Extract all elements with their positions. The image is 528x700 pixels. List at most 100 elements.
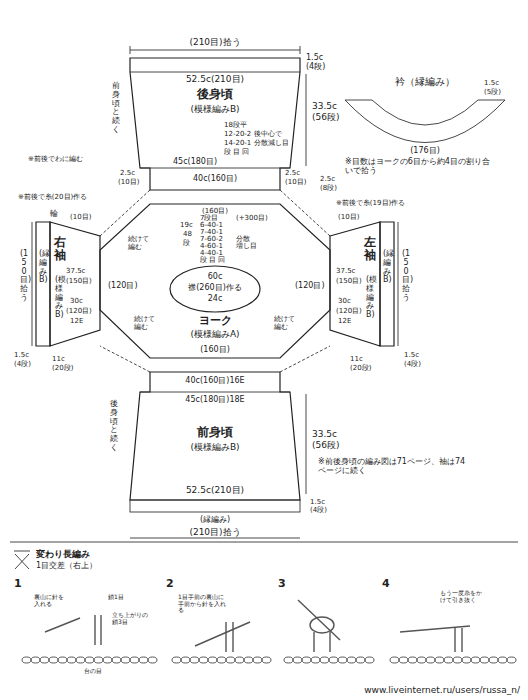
chain-loop xyxy=(103,657,112,663)
dimension-label: 40c(160目) xyxy=(193,175,237,184)
dimension-label: 12E xyxy=(70,318,83,326)
dimension-label: 後身頃と続く xyxy=(110,400,118,453)
dimension-label: 52.5c(210目) xyxy=(186,75,244,85)
dimension-label: 分散減し目 xyxy=(254,140,289,148)
stitch-bar xyxy=(461,628,462,652)
dimension-label: 続けて編む xyxy=(274,316,298,331)
dimension-label: (56段) xyxy=(312,113,339,123)
dimension-label: (210目)拾う xyxy=(189,528,240,538)
dimension-label: 1目手前の裏山に手前から針を入れる xyxy=(178,594,226,614)
pattern-piece: 60c襟(260目)作る24c xyxy=(170,266,260,312)
body-inner-lines xyxy=(130,72,300,512)
dimension-label: 33.5c xyxy=(312,102,337,112)
chain-loop xyxy=(365,657,374,663)
pattern-piece: (縁編みB) xyxy=(380,222,394,346)
chain-loop xyxy=(130,657,139,663)
dimension-label: (150目)拾う xyxy=(402,250,410,303)
chain-loop xyxy=(311,657,320,663)
dimension-label: 1.5c xyxy=(306,54,323,63)
dimension-label: ※前後身頃の編み図は71ページ、袖は74ページに続く xyxy=(318,458,468,476)
piece-name: (縁編みB) xyxy=(383,250,391,285)
dimension-label: 33.5c xyxy=(312,430,337,440)
chain-loop xyxy=(399,657,408,663)
dimension-label: 37.5c xyxy=(336,268,355,276)
dimension-label: 3 xyxy=(278,578,286,590)
chain-loop xyxy=(121,657,130,663)
dimension-label: 40c(160目)16E xyxy=(185,377,244,386)
stitch-bar xyxy=(329,632,330,652)
chain-loop xyxy=(453,657,462,663)
chain-loop xyxy=(85,657,94,663)
chain-loop xyxy=(208,657,217,663)
piece-note: (模様編みB) xyxy=(55,276,63,320)
piece-name: ヨーク xyxy=(199,315,232,327)
dimension-label: (5段) xyxy=(484,89,501,97)
dimension-label: (120目) xyxy=(108,282,138,291)
dimension-label: (4段) xyxy=(14,361,31,369)
chain-loop xyxy=(356,657,365,663)
piece-name: 後身頃 xyxy=(197,88,233,101)
chain-loop xyxy=(435,657,444,663)
dimension-label: (150目) xyxy=(336,278,362,286)
dimension-label: 台の目 xyxy=(84,668,102,675)
piece-note: 24c xyxy=(208,295,223,304)
chain-loop xyxy=(329,657,338,663)
dimension-label: (4段) xyxy=(310,507,327,515)
chain-loop xyxy=(226,657,235,663)
dimension-label: 52.5c(210目) xyxy=(186,486,244,496)
outline-shape xyxy=(100,204,330,358)
dimension-label: 12E xyxy=(338,318,351,326)
outline-shape xyxy=(380,222,394,346)
outline-shape xyxy=(130,372,300,500)
dimension-tick xyxy=(300,46,301,54)
dimension-line xyxy=(130,50,300,51)
chain-loop xyxy=(338,657,347,663)
dimension-label: 1.5c xyxy=(484,80,499,88)
hook xyxy=(298,600,340,640)
collar-band xyxy=(345,100,505,143)
dimension-label: 2 xyxy=(166,578,174,590)
dimension-label: 段 目 回 xyxy=(200,257,225,265)
piece-name: 右袖 xyxy=(54,236,66,262)
symbol-stroke xyxy=(15,554,29,569)
chain-stitches xyxy=(22,657,516,663)
dimension-label: ※前後で糸(19目)作る xyxy=(336,200,405,208)
outline-shape xyxy=(36,222,50,346)
stitch-symbol xyxy=(14,551,30,569)
dimension-label: 1 xyxy=(14,578,22,590)
step-illustrations xyxy=(45,600,470,652)
chain-loop xyxy=(489,657,498,663)
dimension-label: 増し目 xyxy=(236,243,257,251)
dimension-label: (56段) xyxy=(312,441,339,451)
chain-loop xyxy=(426,657,435,663)
dimension-label: (10目) xyxy=(338,214,359,222)
dimension-line xyxy=(306,74,307,166)
dimension-label: 続けて編む xyxy=(134,316,158,331)
chain-loop xyxy=(444,657,453,663)
chain-loop xyxy=(112,657,121,663)
dimension-label: ※目数はヨークの6目から約4目の割り合いで拾う xyxy=(345,158,495,176)
dimension-label: 1.5c xyxy=(404,352,419,360)
chain-loop xyxy=(22,657,31,663)
chain-loop xyxy=(480,657,489,663)
chain-loop xyxy=(284,657,293,663)
dimension-label: 1.5c xyxy=(310,499,325,507)
chain-loop xyxy=(40,657,49,663)
stitch-bar xyxy=(454,628,455,652)
join-line xyxy=(280,190,330,236)
chain-loop xyxy=(462,657,471,663)
join-lines xyxy=(100,190,330,372)
chain-loop xyxy=(76,657,85,663)
dimension-label: 37.5c xyxy=(66,268,85,276)
divider xyxy=(10,542,518,543)
dimension-label: 48 xyxy=(183,231,192,239)
dimension-label: 後中心で xyxy=(254,131,282,139)
dimension-label: 輪 xyxy=(50,210,58,219)
dimension-label: (176目) xyxy=(410,147,440,156)
chain-loop xyxy=(498,657,507,663)
dimension-line xyxy=(32,222,33,346)
dimension-label: 12-20-2 xyxy=(224,131,251,139)
outline-shape xyxy=(130,58,300,190)
dimension-label: 鎖1目 xyxy=(108,594,124,601)
dimension-label: 11c xyxy=(52,356,65,364)
